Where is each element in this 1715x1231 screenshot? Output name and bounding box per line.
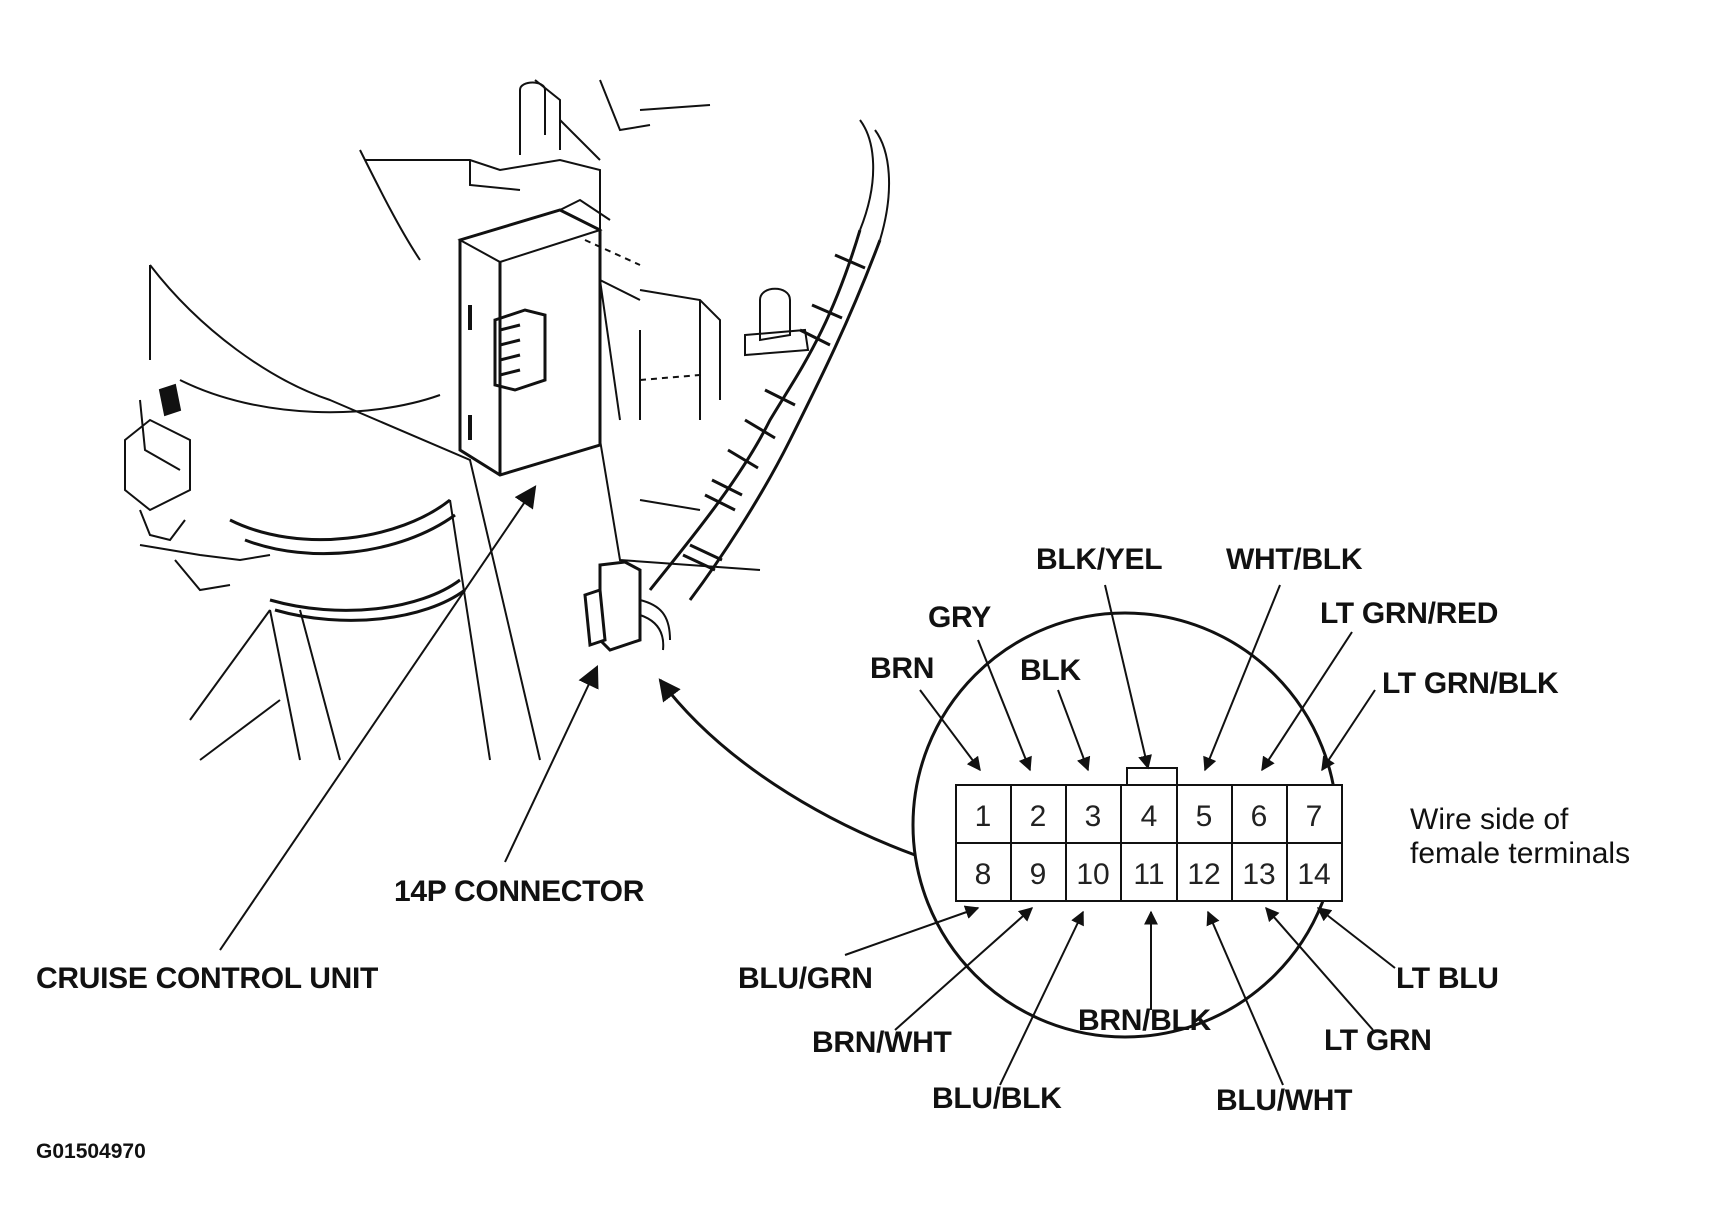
- wire-side-note-line2: female terminals: [1410, 837, 1631, 870]
- wire-label-pin-6: LT GRN/RED: [1320, 597, 1499, 630]
- figure-code: G01504970: [36, 1140, 146, 1163]
- wire-label-pin-2: GRY: [928, 601, 991, 634]
- pin-11: 11: [1133, 858, 1164, 891]
- connector-14p-label: 14P CONNECTOR: [394, 875, 645, 908]
- bottom-wire-leaders: [844, 905, 1396, 1086]
- pin-1: 1: [975, 800, 992, 833]
- pin-4: 4: [1141, 800, 1158, 833]
- callout-arrow: [658, 678, 916, 857]
- wire-label-pin-9: BRN/WHT: [812, 1026, 952, 1059]
- wire-label-pin-10: BLU/BLK: [932, 1082, 1062, 1115]
- pin-8: 8: [975, 858, 992, 891]
- wire-label-pin-1: BRN: [870, 652, 935, 685]
- pin-2: 2: [1030, 800, 1047, 833]
- cruise-control-unit-label: CRUISE CONTROL UNIT: [36, 962, 379, 995]
- pin-10: 10: [1076, 858, 1109, 891]
- pin-5: 5: [1196, 800, 1213, 833]
- wire-label-pin-8: BLU/GRN: [738, 962, 873, 995]
- pin-6: 6: [1251, 800, 1268, 833]
- connector-14p-leader: [504, 665, 599, 863]
- pin-14: 14: [1297, 858, 1330, 891]
- wire-label-pin-11: BRN/BLK: [1078, 1004, 1211, 1037]
- cruise-control-unit-leader: [219, 485, 537, 951]
- wire-label-pin-4: BLK/YEL: [1036, 543, 1163, 576]
- wire-label-pin-7: LT GRN/BLK: [1382, 667, 1559, 700]
- wire-side-note-line1: Wire side of: [1410, 803, 1569, 836]
- wire-label-pin-13: LT GRN: [1324, 1024, 1432, 1057]
- pin-3: 3: [1085, 800, 1102, 833]
- pin-7: 7: [1306, 800, 1323, 833]
- top-wire-leaders: [919, 584, 1376, 772]
- pin-13: 13: [1242, 858, 1275, 891]
- vehicle-illustration: [124, 79, 890, 761]
- wire-label-pin-3: BLK: [1020, 654, 1081, 687]
- pin-12: 12: [1187, 858, 1220, 891]
- wire-label-pin-14: LT BLU: [1396, 962, 1499, 995]
- connector-face: [955, 767, 1343, 902]
- pin-9: 9: [1030, 858, 1047, 891]
- wire-label-pin-5: WHT/BLK: [1226, 543, 1363, 576]
- wire-label-pin-12: BLU/WHT: [1216, 1084, 1353, 1117]
- pin-numbers: 1 2 3 4 5 6 7 8 9 10 11 12 13 14: [975, 800, 1331, 891]
